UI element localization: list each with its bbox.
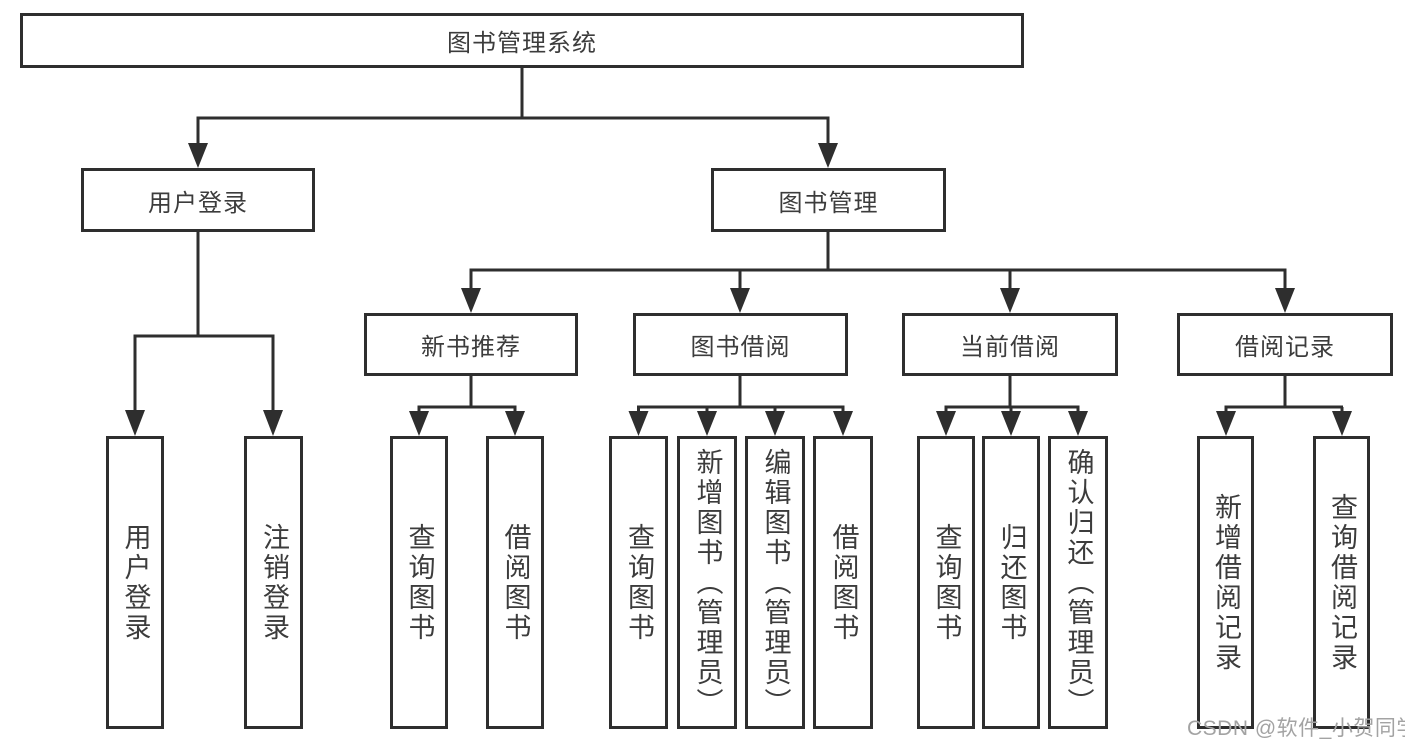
leaf-borrow-books-recommend: 借阅图书 [486, 436, 544, 729]
leaf-confirm-return-admin: 确认归还（管理员） [1048, 436, 1108, 729]
node-root-system: 图书管理系统 [20, 13, 1024, 68]
arrowheads [125, 143, 1352, 436]
node-new-book-recommend: 新书推荐 [364, 313, 578, 376]
node-current-borrow: 当前借阅 [902, 313, 1118, 376]
leaf-logout: 注销登录 [244, 436, 303, 729]
leaf-query-books-borrow: 查询图书 [609, 436, 668, 729]
node-user-login: 用户登录 [81, 168, 315, 232]
leaf-add-borrow-record: 新增借阅记录 [1197, 436, 1254, 729]
leaf-query-borrow-record: 查询借阅记录 [1313, 436, 1370, 729]
node-book-management: 图书管理 [711, 168, 946, 232]
leaf-add-books-admin: 新增图书（管理员） [677, 436, 737, 729]
leaf-query-books-current: 查询图书 [917, 436, 975, 729]
node-book-borrow: 图书借阅 [633, 313, 848, 376]
leaf-return-books: 归还图书 [982, 436, 1040, 729]
node-borrow-records: 借阅记录 [1177, 313, 1393, 376]
csdn-watermark: CSDN @软件_小贺同学 [1187, 717, 1405, 740]
leaf-user-login: 用户登录 [106, 436, 164, 729]
leaf-query-books-recommend: 查询图书 [390, 436, 448, 729]
leaf-borrow-books: 借阅图书 [813, 436, 873, 729]
leaf-edit-books-admin: 编辑图书（管理员） [745, 436, 805, 729]
